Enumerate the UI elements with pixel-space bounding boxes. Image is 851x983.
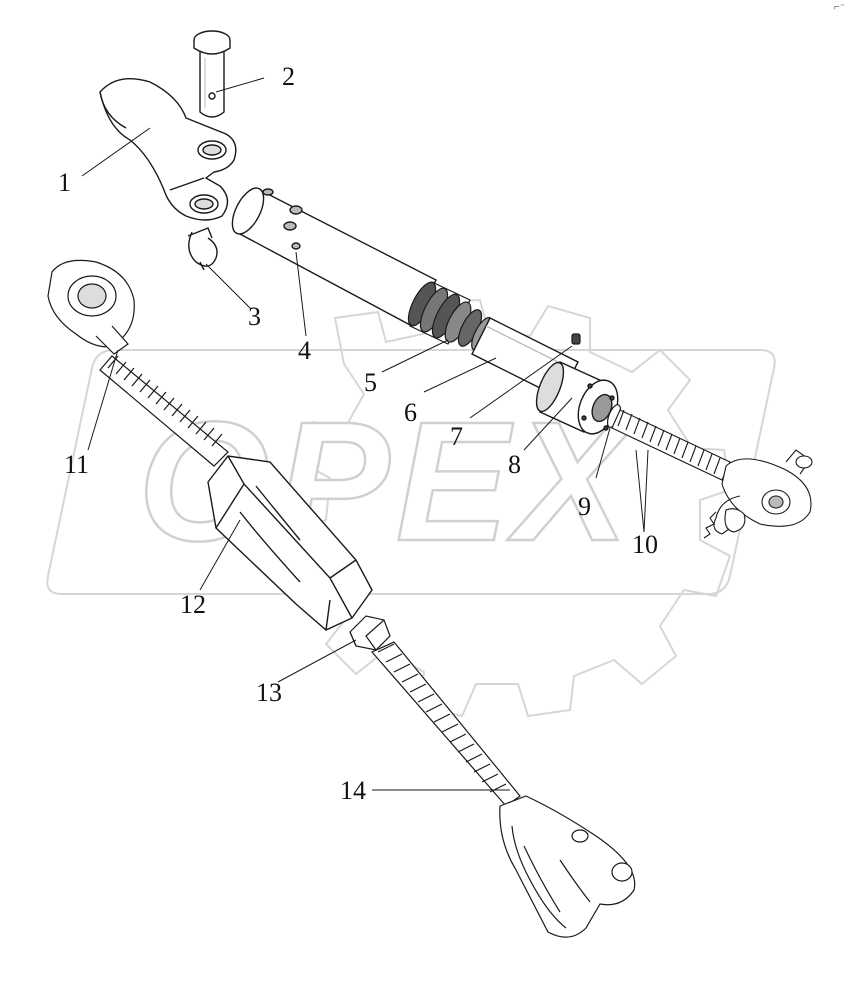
- fork-screw-icon: [371, 641, 636, 938]
- callout-10: 10: [632, 530, 658, 559]
- callout-13: 13: [256, 678, 282, 707]
- watermark-band-icon: [46, 349, 776, 595]
- callout-2: 2: [282, 62, 295, 91]
- callout-5: 5: [364, 368, 377, 397]
- callout-3: 3: [248, 302, 261, 331]
- threaded-eye-icon: [611, 409, 813, 539]
- leader-lines: [81, 77, 649, 791]
- callout-4: 4: [298, 336, 311, 365]
- callout-8: 8: [508, 450, 521, 479]
- cap-nut-icon: [535, 361, 619, 435]
- lynch-pin-icon: [187, 227, 218, 271]
- callout-6: 6: [404, 398, 417, 427]
- hook-bracket-icon: [99, 78, 237, 221]
- callout-12: 12: [180, 590, 206, 619]
- grease-nipple-icon: [571, 333, 581, 345]
- lock-nut-icon: [349, 615, 391, 651]
- callout-14: 14: [340, 776, 366, 805]
- turnbuckle-body-icon: [207, 455, 373, 631]
- callout-7: 7: [450, 422, 463, 451]
- callout-11: 11: [64, 450, 90, 479]
- ball-eye-screw-icon: [47, 259, 229, 467]
- pin-icon: [193, 30, 231, 118]
- corner-mark: ⌐⁻: [833, 2, 845, 13]
- callout-9: 9: [578, 492, 591, 521]
- callout-1: 1: [58, 168, 71, 197]
